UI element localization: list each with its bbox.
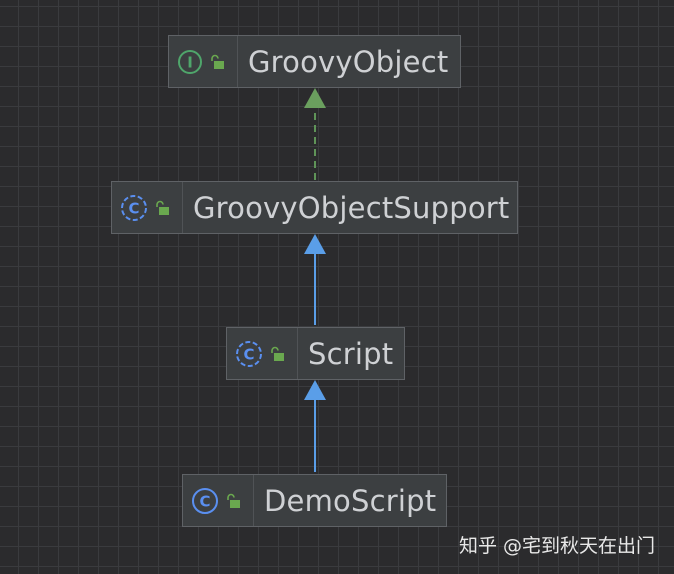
edge-support-to-groovyobject [304, 88, 326, 180]
class-icon-letter: C [243, 345, 254, 363]
node-label: GroovyObject [248, 44, 449, 79]
unlocked-lock-icon [211, 54, 224, 69]
node-icons: C [183, 475, 254, 526]
node-icons: I [169, 36, 238, 87]
interface-icon-letter: I [187, 53, 193, 71]
class-icon: C [236, 340, 262, 367]
node-label: GroovyObjectSupport [193, 190, 510, 225]
edge-script-to-support [304, 234, 326, 325]
node-label: DemoScript [264, 483, 437, 518]
unlocked-lock-icon [227, 493, 240, 508]
edge-demoscript-to-script [304, 380, 326, 472]
node-demo-script[interactable]: C DemoScript [182, 474, 447, 527]
watermark: 知乎 @宅到秋天在出门 [458, 535, 655, 557]
node-groovy-object[interactable]: I GroovyObject [168, 35, 461, 88]
node-label: Script [308, 336, 394, 371]
class-icon: C [192, 487, 218, 514]
class-icon: C [121, 194, 147, 221]
class-icon-letter: C [199, 492, 210, 510]
unlocked-lock-icon [156, 200, 169, 215]
node-script[interactable]: C Script [226, 327, 405, 380]
class-icon-letter: C [128, 199, 139, 217]
node-icons: C [112, 182, 183, 233]
interface-icon: I [178, 49, 202, 74]
node-groovy-object-support[interactable]: C GroovyObjectSupport [111, 181, 518, 234]
node-icons: C [227, 328, 298, 379]
unlocked-lock-icon [271, 346, 284, 361]
